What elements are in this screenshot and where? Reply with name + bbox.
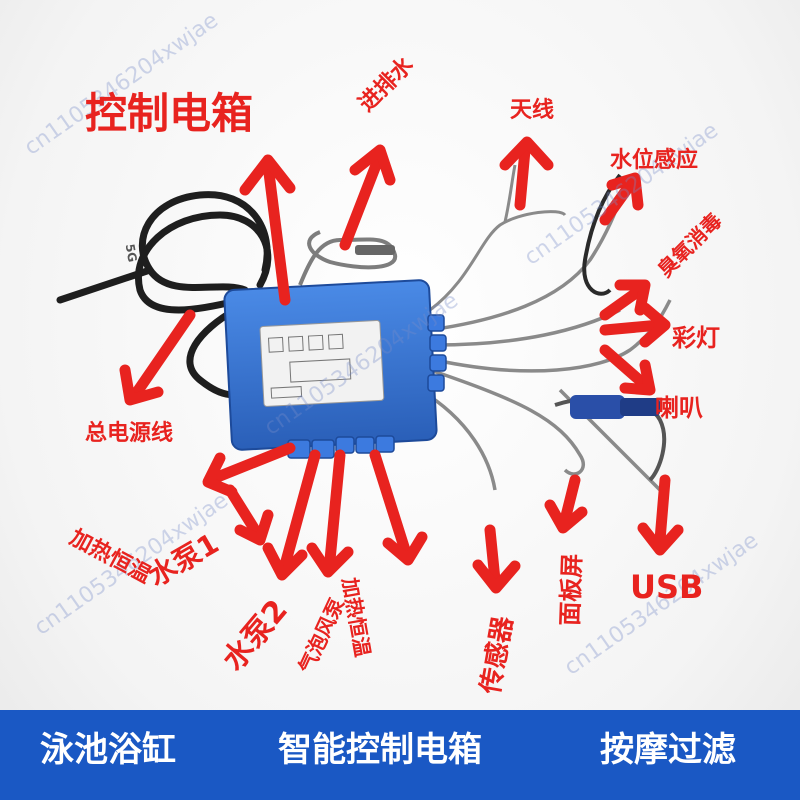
usb-cable [554, 395, 667, 482]
bottom-banner [0, 710, 800, 800]
banner-right-text: 按摩过滤 [600, 730, 736, 770]
banner-center-text: 智能控制电箱 [278, 730, 482, 770]
label-color-light: 彩灯 [672, 324, 720, 352]
red-arrows [119, 136, 684, 594]
cable-tag: 5G [122, 242, 140, 264]
banner-left-text: 泳池浴缸 [40, 730, 176, 770]
label-antenna: 天线 [510, 98, 555, 123]
label-control-box: 控制电箱 [85, 89, 254, 138]
water-level-sensor [582, 173, 622, 296]
inlet-sensor [355, 245, 395, 255]
control-box [223, 279, 447, 459]
label-panel: 面板屏 [555, 553, 587, 627]
antenna-cable [429, 164, 567, 312]
power-cable [56, 191, 272, 399]
label-usb: USB [630, 568, 704, 606]
inlet-cable [298, 230, 398, 286]
label-power-cord: 总电源线 [85, 421, 174, 446]
label-water-level: 水位感应 [610, 148, 699, 173]
label-speaker: 喇叭 [655, 394, 703, 422]
